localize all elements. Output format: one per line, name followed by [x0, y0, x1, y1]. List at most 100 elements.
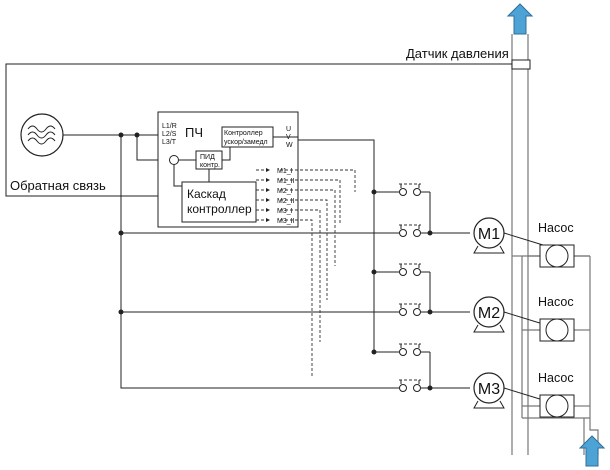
summing-junction [169, 155, 179, 165]
contact-blade [400, 264, 420, 268]
contactor-bank [371, 183, 433, 392]
feedback-label: Обратная связь [10, 178, 106, 193]
contact-blade [400, 380, 420, 384]
ramp-controller-label-1: Контроллер [224, 130, 263, 137]
relay-output-label: M3_I [277, 208, 293, 215]
motor-shaft [503, 311, 544, 325]
pump-impeller [545, 394, 569, 418]
contact-terminal [413, 229, 421, 237]
pid-to-ramp-line [222, 147, 231, 161]
control-lines [280, 169, 356, 378]
pump-2: Насос [538, 295, 575, 342]
relay-arrow-icon [266, 208, 270, 212]
vfd-input-l2: L2/S [162, 131, 177, 138]
motor-label: M1 [478, 226, 500, 243]
motor-base [473, 400, 505, 409]
relay-arrow-icon [266, 168, 270, 172]
contactor [399, 224, 430, 237]
contactor [399, 183, 430, 196]
contactor [399, 379, 430, 392]
junction-dot [118, 309, 124, 315]
vfd-output-u: U [286, 126, 291, 133]
pump-impeller [545, 318, 569, 342]
contact-blade [400, 344, 420, 348]
motor-label: M2 [478, 305, 500, 322]
cascade-controller-box [181, 181, 257, 223]
motor-shaft [503, 387, 544, 401]
control-line-m1-i [280, 169, 356, 192]
contact-terminal [413, 188, 421, 196]
vfd-output-line [298, 139, 375, 352]
bus-line-m3 [120, 135, 400, 389]
cascade-feedback-line [173, 165, 182, 187]
relay-output-label: M1_I [277, 168, 293, 175]
relay-output-label: M2_I [277, 188, 293, 195]
pid-label-2: контр. [200, 162, 220, 169]
motor-3: M3 [430, 372, 544, 409]
vfd-input-l3: L3/T [162, 139, 177, 146]
sine-wave-icon-3 [27, 137, 56, 145]
ramp-controller-label-2: ускор/замедл [224, 139, 268, 146]
ac-source [20, 113, 64, 157]
contact-terminal [399, 188, 407, 196]
vfd-input-l1: L1/R [162, 123, 177, 130]
junction-dot [118, 230, 124, 236]
ac-source-circle [20, 113, 64, 157]
pressure-sensor [511, 59, 531, 70]
sine-wave-icon-2 [27, 131, 56, 139]
cascade-label-2: контроллер [187, 202, 252, 216]
contact-terminal [413, 384, 421, 392]
relay-arrow-icon [266, 188, 270, 192]
relay-arrow-icon [266, 198, 270, 202]
pump-label: Насос [538, 221, 574, 235]
relay-arrow-icon [266, 218, 270, 222]
pump-impeller [545, 244, 569, 268]
pump-1: Насос [538, 221, 575, 268]
pid-label-1: ПИД [200, 154, 215, 161]
control-line-m1-ii [280, 179, 341, 223]
inlet-arrow-icon [578, 435, 606, 467]
motor-label: M3 [478, 381, 500, 398]
pump-label: Насос [538, 371, 574, 385]
vfd-title: ПЧ [185, 125, 203, 140]
control-line-m2-ii [280, 199, 328, 300]
motor-shaft [503, 232, 544, 246]
contactor [399, 263, 430, 276]
contact-terminal [399, 384, 407, 392]
control-line-m2-i [280, 189, 336, 266]
pump-3: Насос [538, 371, 575, 418]
contact-blade [400, 184, 420, 188]
relay-output-label: M2_II [277, 198, 295, 205]
contact-blade [400, 225, 420, 229]
contact-terminal [413, 308, 421, 316]
cascade-label-1: Каскад [187, 187, 226, 201]
contactor [399, 303, 430, 316]
relay-arrow-icon [266, 178, 270, 182]
contact-terminal [399, 229, 407, 237]
motor-base [473, 245, 505, 254]
junction-dot [371, 189, 377, 195]
pump-label: Насос [538, 295, 574, 309]
junction-dot [371, 269, 377, 275]
contact-terminal [399, 308, 407, 316]
vfd-output-w: W [286, 142, 293, 149]
motor-base [473, 324, 505, 333]
relay-outputs: M1_I M1_II M2_I M2_II M3_I M3_II [256, 168, 295, 225]
contact-terminal [399, 348, 407, 356]
motor-2: M2 [430, 296, 544, 333]
pid-feed-line [136, 135, 158, 161]
contact-terminal [413, 268, 421, 276]
control-line-m3-i [280, 209, 321, 342]
pipe-system [511, 34, 599, 455]
outlet-arrow-icon [506, 3, 534, 35]
pressure-sensor-label: Датчик давления [406, 46, 509, 61]
motor-1: M1 [430, 217, 544, 254]
relay-output-label: M1_II [277, 178, 295, 185]
contact-blade [400, 304, 420, 308]
junction-dot [371, 349, 377, 355]
relay-output-label: M3_II [277, 218, 295, 225]
